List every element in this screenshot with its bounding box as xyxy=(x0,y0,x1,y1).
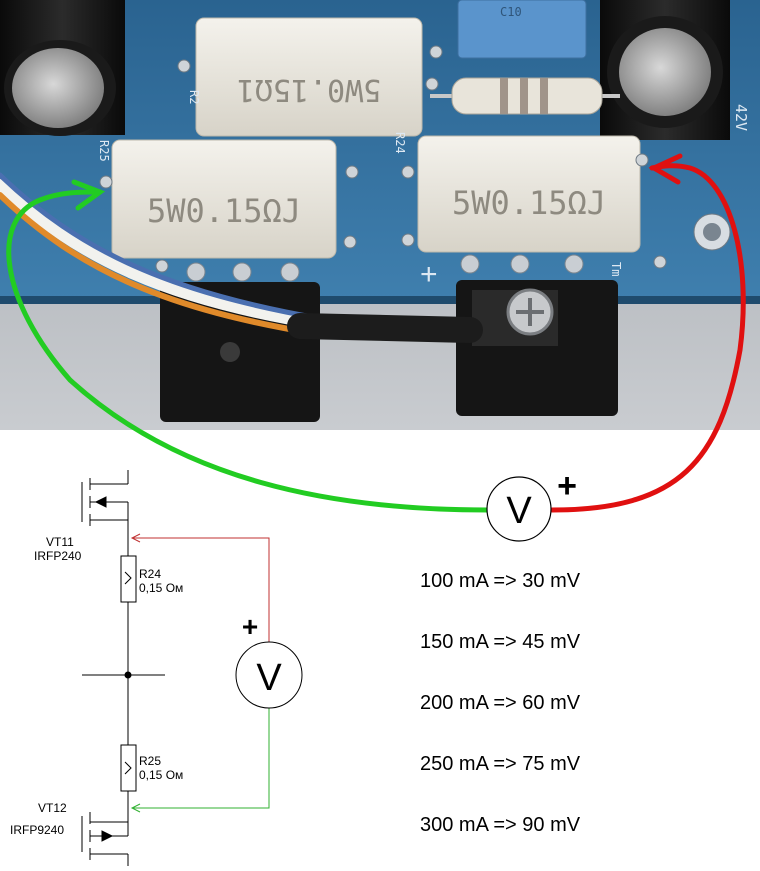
resistor-top: 5W0.15Ω1 xyxy=(195,17,423,137)
green-probe-wire xyxy=(6,189,491,513)
red-probe-arrow xyxy=(648,153,683,185)
schematic-voltmeter-symbol: V xyxy=(256,657,282,699)
calibration-row-150ma: 150 mA => 45 mV xyxy=(420,631,581,653)
vt11-symbol xyxy=(81,470,129,556)
mosfet-right xyxy=(456,280,618,416)
silk-voltage: 42V xyxy=(732,104,750,131)
voltmeter-symbol: V xyxy=(506,490,532,532)
capacitor-left xyxy=(0,0,125,136)
schematic xyxy=(81,470,303,866)
output-node-dot xyxy=(124,671,132,679)
r24-value: 0,15 Ом xyxy=(139,581,183,595)
capacitor-c10 xyxy=(457,0,587,59)
resistor-r24-marking: 5W0.15ΩJ xyxy=(452,184,606,222)
schematic-labels: VT11 IRFP240 R24 0,15 Ом R25 0,15 Ом VT1… xyxy=(10,535,282,837)
calibration-row-300ma: 300 mA => 90 mV xyxy=(420,814,581,836)
vt12-symbol xyxy=(81,812,129,866)
resistor-r25-marking: 5W0.15ΩJ xyxy=(147,192,301,230)
solder-pads xyxy=(99,45,667,273)
schematic-voltmeter-plus: + xyxy=(242,611,258,642)
schematic-voltmeter xyxy=(235,641,303,709)
transistor-pins xyxy=(186,254,584,282)
calibration-row-100ma: 100 mA => 30 mV xyxy=(420,570,581,592)
vt11-part: IRFP240 xyxy=(34,549,82,563)
calibration-row-250ma: 250 mA => 75 mV xyxy=(420,753,581,775)
silk-c10: C10 xyxy=(500,5,522,19)
r24-symbol xyxy=(120,555,137,603)
green-probe-arrow xyxy=(71,179,106,211)
vt12-part: IRFP9240 xyxy=(10,823,64,837)
silk-tm: Tm xyxy=(609,262,623,276)
voltmeter-circle xyxy=(486,476,552,542)
capacitor-right xyxy=(600,0,730,140)
r25-name: R25 xyxy=(139,754,161,768)
r24-name: R24 xyxy=(139,567,161,581)
schematic-red-probe xyxy=(132,537,270,642)
silk-r25: R25 xyxy=(97,140,111,162)
voltmeter-plus: + xyxy=(557,467,577,505)
resistor-top-marking: 5W0.15Ω1 xyxy=(237,72,382,107)
board-photo: C10 42V 5W0.15Ω1 R2 xyxy=(0,0,760,430)
calibration-row-200ma: 200 mA => 60 mV xyxy=(420,692,581,714)
r25-value: 0,15 Ом xyxy=(139,768,183,782)
silk-r24: R24 xyxy=(393,132,407,154)
mounting-hole xyxy=(693,213,731,251)
schematic-green-probe xyxy=(132,708,270,809)
vt12-name: VT12 xyxy=(38,801,67,815)
pcb-edge xyxy=(0,296,760,304)
axial-resistor xyxy=(430,77,620,115)
resistor-r24: 5W0.15ΩJ xyxy=(417,135,641,253)
red-probe-wire xyxy=(549,163,746,513)
vt11-name: VT11 xyxy=(46,535,74,549)
resistor-r25: 5W0.15ΩJ xyxy=(111,139,337,259)
probe-wires xyxy=(6,153,746,513)
voltmeter: V + xyxy=(486,467,577,542)
silk-r2: R2 xyxy=(187,90,201,104)
r25-symbol xyxy=(120,744,137,792)
silk-plus: + xyxy=(420,258,438,291)
